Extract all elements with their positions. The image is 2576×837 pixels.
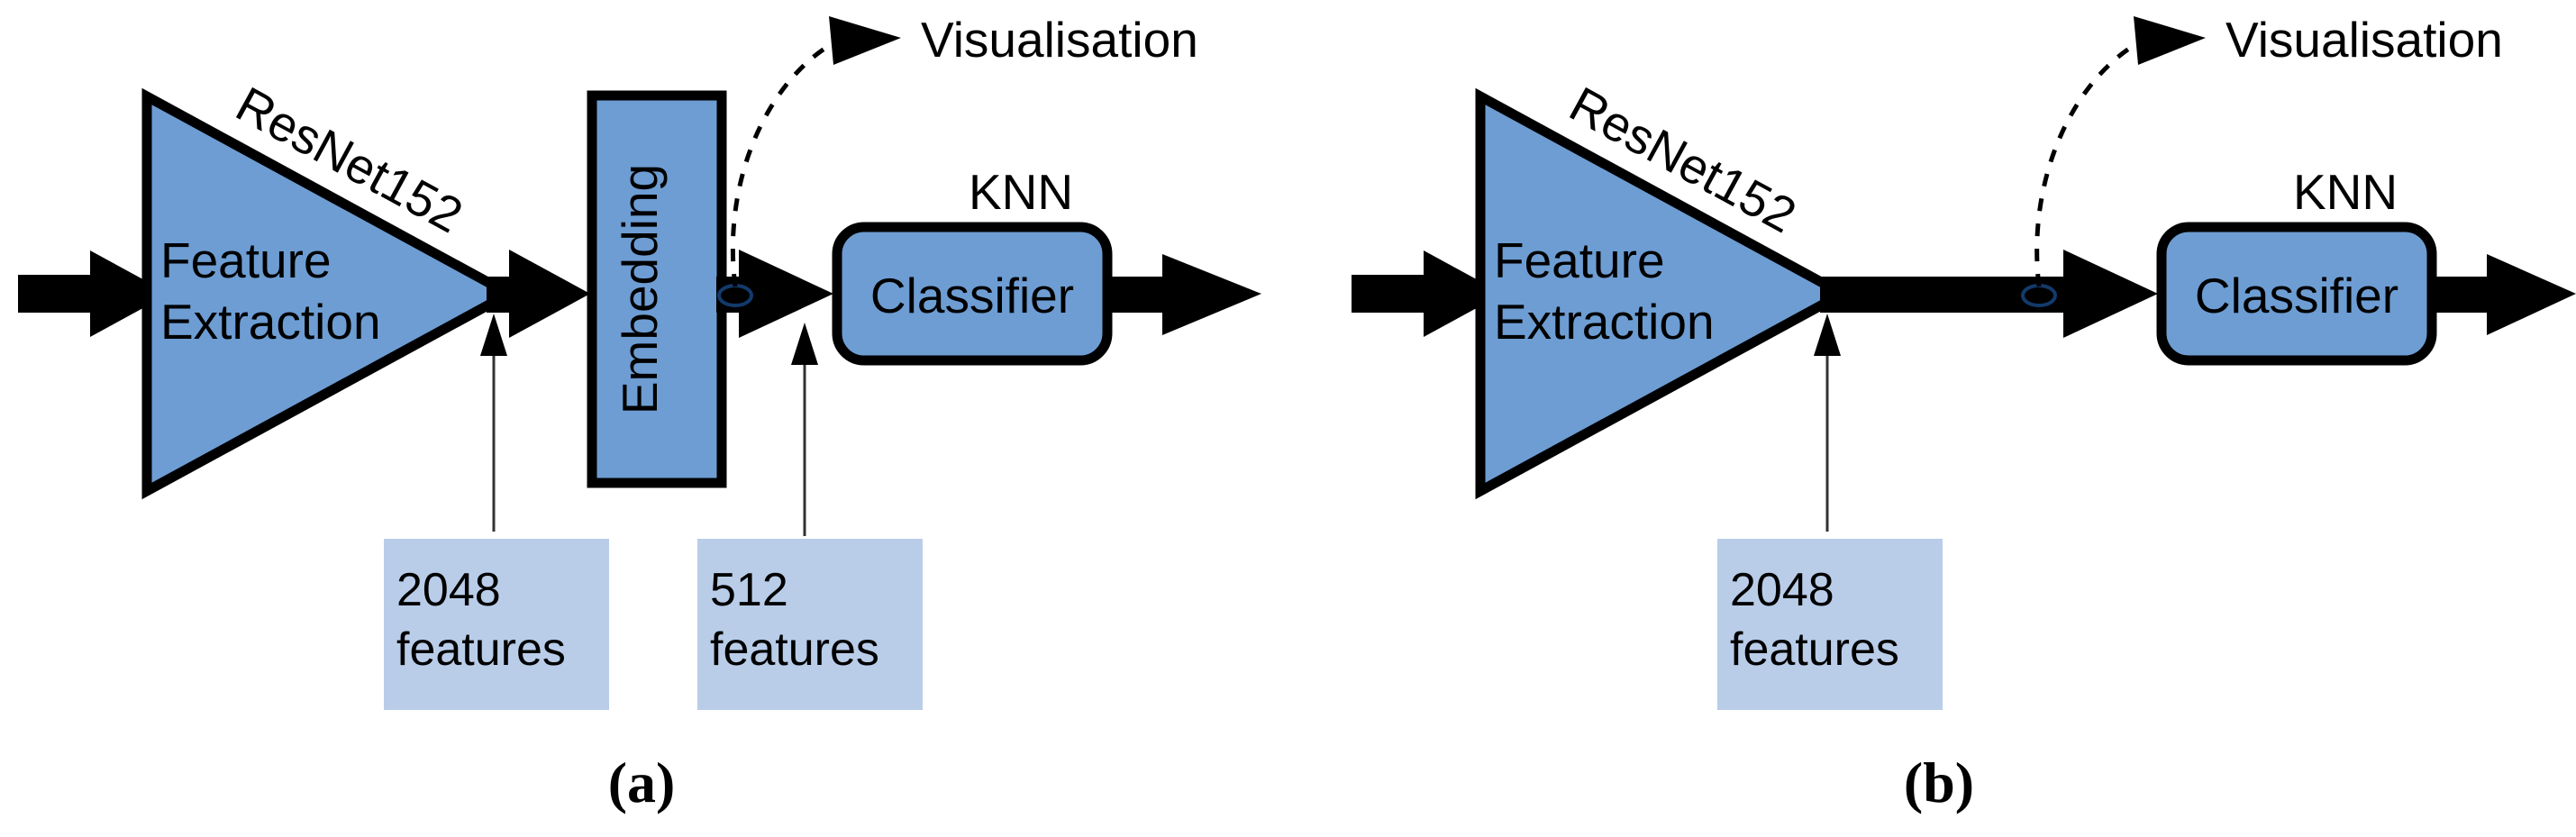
panel-b-classifier-label: Classifier	[2195, 268, 2399, 323]
panel-a-arrow-backbone-to-embedding	[487, 250, 590, 338]
panel-b-input-arrow	[1352, 250, 1503, 337]
panel-b-annotation-leader-1	[1814, 314, 1841, 532]
panel-b-annotation-box-1	[1717, 539, 1943, 710]
panel-a-visualisation-dashed-path	[730, 37, 842, 287]
panel-b-backbone-role-line1: Feature	[1494, 232, 1665, 288]
panel-a-arrow-embedding-to-classifier	[716, 250, 833, 338]
panel-a-annotation-leader-2	[791, 323, 818, 536]
panel-a-annotation-box-2	[697, 539, 923, 710]
panel-a-visualisation-arrowhead-icon	[829, 16, 901, 65]
panel-a-output-arrow	[1105, 254, 1261, 335]
panel-a-annotation-leader-1	[480, 314, 507, 532]
panel-a-backbone-role-line1: Feature	[160, 232, 332, 288]
panel-b-arrow-backbone-to-classifier	[1820, 250, 2158, 338]
panel-a-embedding-box	[587, 90, 727, 488]
panel-a-caption: (a)	[608, 751, 676, 814]
panel-a-classifier-label: Classifier	[870, 268, 1074, 323]
panel-a-embedding-label: Embedding	[612, 164, 668, 414]
panel-a-backbone-triangle	[141, 87, 520, 500]
panel-a-backbone-role-line2: Extraction	[160, 294, 381, 350]
panel-b-annotation-1-unit: features	[1730, 623, 1899, 676]
panel-b-classifier-title: KNN	[2293, 164, 2398, 220]
panel-b-annotation-1-count: 2048	[1730, 564, 1834, 616]
panel-a-input-arrow	[18, 250, 169, 337]
panel-a-visualisation-label: Visualisation	[921, 12, 1198, 68]
panel-a-annotation-box-1	[384, 539, 609, 710]
panel-b-output-arrow	[2429, 254, 2576, 335]
panel-a-annotation-2-unit: features	[710, 623, 879, 676]
panel-b: ResNet152 Feature Extraction Visualisati…	[1352, 12, 2576, 814]
panel-a-classifier-title: KNN	[969, 164, 1073, 220]
panel-b-backbone-role-line2: Extraction	[1494, 294, 1715, 350]
panel-b-visualisation-label: Visualisation	[2226, 12, 2503, 68]
panel-b-visualisation-dashed-path	[2034, 37, 2146, 287]
panel-a: ResNet152 Feature Extraction Embedding	[18, 12, 1261, 814]
panel-a-annotation-2-count: 512	[710, 564, 788, 616]
panel-b-caption: (b)	[1904, 751, 1974, 814]
panel-b-backbone-triangle	[1475, 87, 1853, 500]
panel-a-annotation-1-unit: features	[396, 623, 566, 676]
panel-a-annotation-1-count: 2048	[396, 564, 501, 616]
panel-b-visualisation-arrowhead-icon	[2134, 16, 2206, 65]
